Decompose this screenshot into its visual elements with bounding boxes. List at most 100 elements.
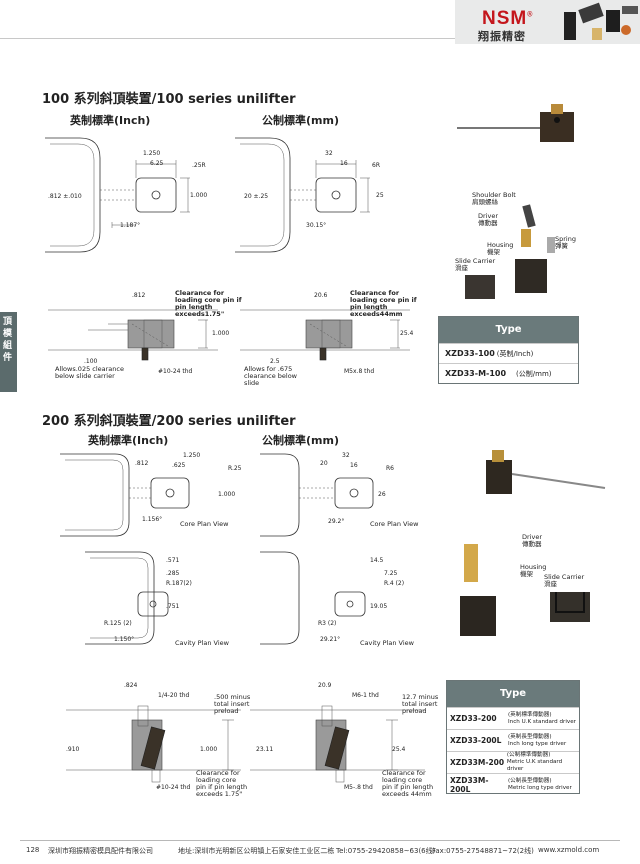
dim-200-mm-core-half: 16 <box>350 462 358 469</box>
dim-200-inch-cav-r2: R.125 (2) <box>104 620 132 627</box>
dim-100-inch-radius: .25R <box>192 162 206 169</box>
dim-100-mm-thread: M5x.8 thd <box>344 368 375 375</box>
dim-200-mm-cav-r2: R3 (2) <box>318 620 337 627</box>
type-code: XZD33-100 <box>445 349 495 358</box>
dim-200-inch-cav-angle: 1.150° <box>114 636 135 643</box>
dim-100-inch-half: 6.25 <box>150 160 164 167</box>
dim-100-inch-angle: 1.187° <box>120 222 141 229</box>
dim-200-mm-core-side: 26 <box>378 491 386 498</box>
type-table-200: Type XZD33-200 (英制標準傳動器)Inch U.K standar… <box>446 680 580 794</box>
caption-200-mm-preload: 12.7 minus total insert preload <box>402 693 439 715</box>
type-table-200-header: Type <box>447 681 579 707</box>
caption-200-inch-core: Core Plan View <box>180 520 229 528</box>
dim-200-mm-side-thd: M6-1 thd <box>352 692 379 699</box>
footer-fax: Fax:0755-27548871~72(2线) <box>432 847 534 855</box>
caption-100-inch-clearance: Clearance for loading core pin if pin le… <box>175 289 242 318</box>
type-code: XZD33M-200 <box>450 758 505 767</box>
dim-100-mm-height: 20 ±.25 <box>244 193 269 200</box>
type-desc: (英制長型傳動器)Inch long type driver <box>508 733 567 747</box>
dim-100-mm-side: 25 <box>376 192 384 199</box>
dim-200-inch-core-r: R.25 <box>228 465 242 472</box>
dim-200-mm-side-top: 20.9 <box>318 682 332 689</box>
dim-100-mm-clear: 2.5 <box>270 358 280 365</box>
drawing-200-inch-core <box>60 453 190 537</box>
type-desc: (公制/mm) <box>516 369 552 378</box>
dim-200-mm-side-left: 23.11 <box>256 746 274 753</box>
type-desc: (公制標準傳動器)Metric U.K standard driver <box>506 752 563 772</box>
dim-200-mm-cav-h: 19.05 <box>370 603 388 610</box>
drawing-200-mm-core <box>260 453 374 537</box>
footer-address: 地址:深圳市光明新区公明镇上石家安佳工业区二栋 <box>178 847 335 855</box>
caption-100-inch-allows: Allows.025 clearance below slide carrier <box>55 365 124 380</box>
caption-200-inch-preload: .500 minus total insert preload <box>214 693 251 715</box>
footer-website[interactable]: www.xzmold.com <box>538 846 600 854</box>
footer-page-number: 128 <box>26 846 40 854</box>
dim-200-mm-cav-r: R.4 (2) <box>384 580 405 587</box>
header-band <box>0 0 455 39</box>
section-100-mm-label: 公制標準(mm) <box>262 114 339 127</box>
dim-100-inch-width: 1.250 <box>143 150 161 157</box>
drawing-200-mm-cavity <box>260 551 366 645</box>
dim-200-inch-cav-r: R.187(2) <box>166 580 192 587</box>
dim-100-mm-height-side: 25.4 <box>400 330 414 337</box>
type-desc: (公制長型傳動器)Metric long type driver <box>508 777 572 791</box>
drawing-200-inch-side <box>66 705 241 783</box>
dim-200-inch-cav-h: .751 <box>166 603 180 610</box>
dim-200-inch-core-w: 1.250 <box>183 452 201 459</box>
footer-company: 深圳市翔振精密模具配件有限公司 <box>48 847 153 855</box>
dim-200-mm-side-thd2: M5-.8 thd <box>344 784 373 791</box>
drawing-100-mm-plan <box>235 137 370 253</box>
dim-200-mm-core-r: R6 <box>386 465 394 472</box>
section-200-title: 200 系列斜頂裝置/200 series unilifter <box>42 414 296 429</box>
type-code: XZD33-200 <box>450 714 497 723</box>
dim-100-inch-height-side: 1.000 <box>212 330 230 337</box>
caption-200-mm-cavity: Cavity Plan View <box>360 639 414 647</box>
dim-200-inch-side-thd2: #10-24 thd <box>156 784 191 791</box>
drawing-100-inch-plan <box>45 137 190 253</box>
table-row: XZD33-200L (英制長型傳動器)Inch long type drive… <box>447 729 579 751</box>
dim-100-inch-top: .812 <box>132 292 146 299</box>
photo-100-assembled <box>457 104 574 142</box>
drawing-100-inch-side <box>48 309 218 361</box>
dim-100-mm-top: 20.6 <box>314 292 328 299</box>
dim-100-inch-thread: #10-24 thd <box>158 368 193 375</box>
dim-200-inch-side-h: 1.000 <box>200 746 218 753</box>
drawing-100-mm-side <box>240 309 410 361</box>
type-desc: (英制/Inch) <box>496 349 534 358</box>
side-tab-label: 頂 模 組 件 <box>3 317 13 363</box>
footer-tel: Tel:0755-29420858~63(6线) <box>336 847 436 855</box>
type-code: XZD33-M-100 <box>445 369 507 378</box>
dim-200-mm-side-h: 25.4 <box>392 746 406 753</box>
dim-200-mm-core-h: 20 <box>320 460 328 467</box>
brand-subtitle: 翔振精密 <box>478 30 526 43</box>
dim-200-inch-core-half: .625 <box>172 462 186 469</box>
type-code: XZD33-200L <box>450 736 502 745</box>
side-tab <box>0 312 17 392</box>
dim-100-inch-height: .812 ±.010 <box>48 193 82 200</box>
dim-200-mm-cav-angle: 29.21° <box>320 636 341 643</box>
dim-100-mm-radius: 6R <box>372 162 380 169</box>
photo-100-exploded <box>465 204 555 299</box>
section-200-inch-label: 英制標準(Inch) <box>88 434 169 447</box>
dim-100-inch-clear: .100 <box>84 358 98 365</box>
dim-200-mm-core-angle: 29.2° <box>328 518 345 525</box>
footer-divider <box>20 840 620 841</box>
header-parts-photo <box>564 2 638 40</box>
caption-200-mm-clearance: Clearance for loading core pin if pin le… <box>382 769 434 798</box>
drawing-200-inch-cavity <box>85 551 169 645</box>
dim-100-mm-angle: 30.15° <box>306 222 327 229</box>
photo-200-assembled <box>486 450 606 494</box>
section-200-mm-label: 公制標準(mm) <box>262 434 339 447</box>
dim-200-inch-side-left: .910 <box>66 746 80 753</box>
section-100-title: 100 系列斜頂裝置/100 series unilifter <box>42 92 296 107</box>
dim-100-mm-width: 32 <box>325 150 333 157</box>
caption-200-inch-clearance: Clearance for loading core pin if pin le… <box>196 769 248 798</box>
type-desc: (英制標準傳動器)Inch U.K standard driver <box>508 711 576 725</box>
caption-200-inch-cavity: Cavity Plan View <box>175 639 229 647</box>
